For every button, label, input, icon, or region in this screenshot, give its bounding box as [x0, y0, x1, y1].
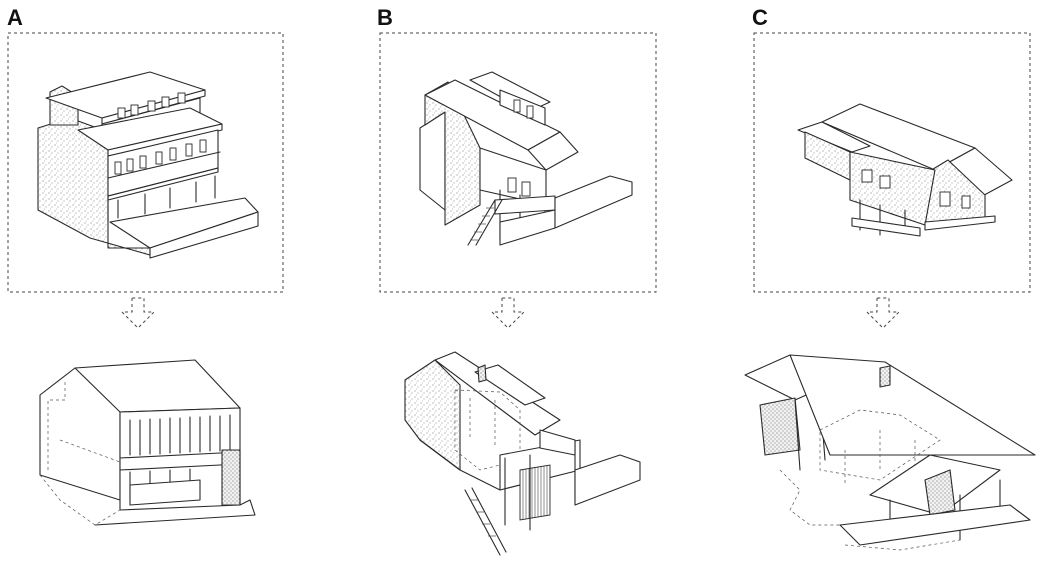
panel-label-c: C	[752, 5, 768, 30]
sketch-b-retrofit-house	[404, 351, 641, 556]
panel-label-b: B	[377, 5, 393, 30]
frame-b-top	[379, 32, 657, 293]
sketch-a-existing-house	[37, 71, 259, 259]
frame-a-top	[7, 32, 284, 293]
sketch-c-existing-house	[797, 103, 1013, 237]
sketch-c-retrofit-house	[744, 354, 1036, 551]
arrow-c-down	[865, 297, 901, 329]
arrow-b-down	[490, 297, 526, 329]
sketch-a-retrofit-house	[39, 359, 256, 526]
panel-label-a: A	[7, 5, 23, 30]
sketch-b-existing-house	[419, 71, 633, 246]
arrow-a-down	[120, 297, 156, 329]
frame-c-top	[753, 32, 1031, 293]
